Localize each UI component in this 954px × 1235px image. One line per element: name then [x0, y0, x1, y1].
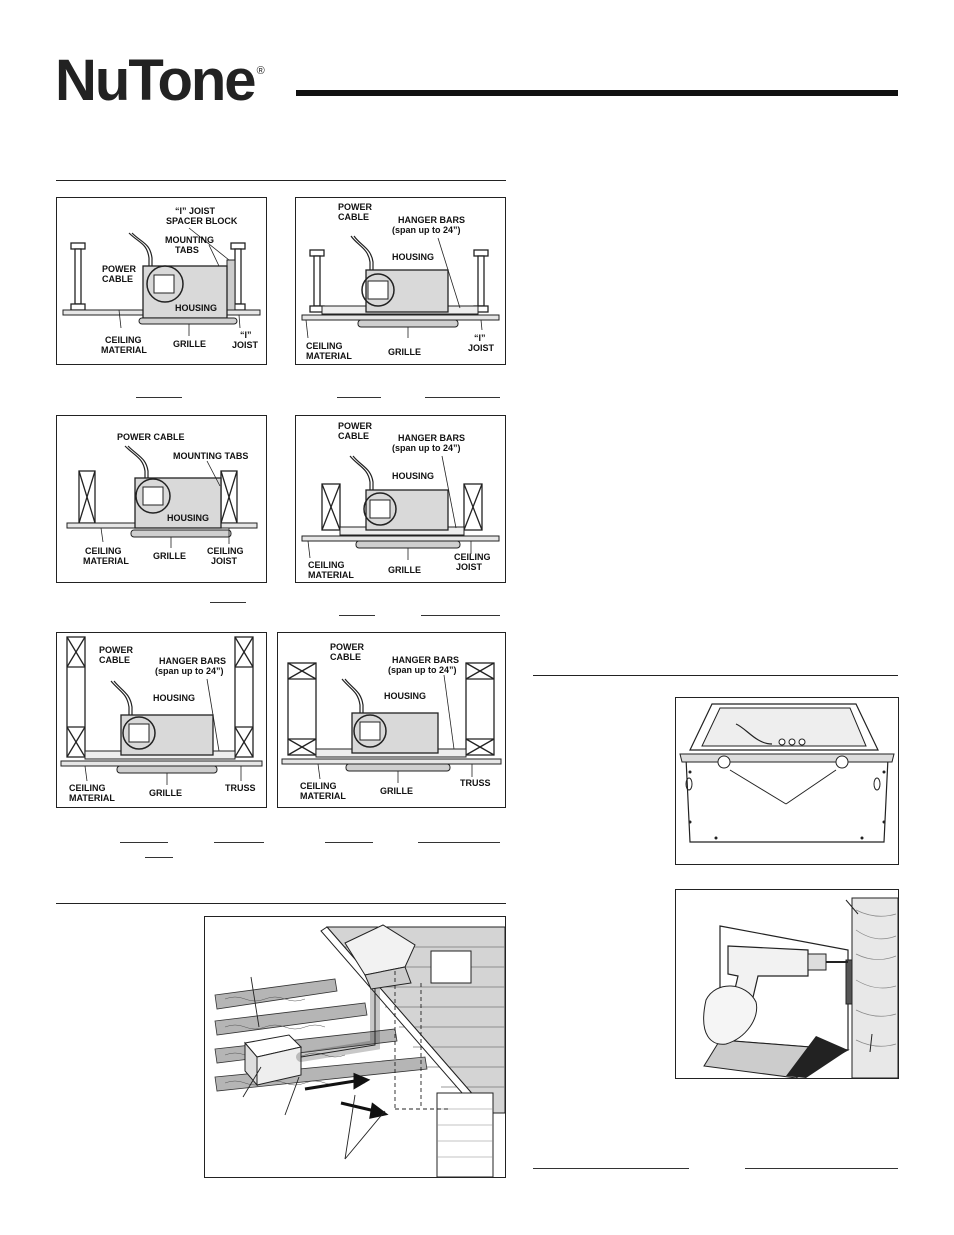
label-joist: JOIST — [232, 340, 259, 350]
label-housing: HOUSING — [175, 303, 217, 313]
label-housing: HOUSING — [167, 513, 209, 523]
figure-joist-hanger-bars: POWER CABLE HANGER BARS (span up to 24”)… — [295, 415, 506, 583]
label-grille: GRILLE — [388, 565, 421, 575]
label-truss: TRUSS — [460, 778, 491, 788]
caption-underline — [136, 397, 182, 398]
label-hanger-bars: HANGER BARS — [392, 655, 459, 665]
label-hanger-bars-span: (span up to 24”) — [392, 443, 461, 453]
label-power-cable: CABLE — [338, 212, 369, 222]
label-hanger-bars-span: (span up to 24”) — [155, 666, 224, 676]
label-ceiling-material: MATERIAL — [306, 351, 352, 361]
figure-truss-hanger-bars-alt: POWER CABLE HANGER BARS (span up to 24”)… — [277, 632, 506, 808]
caption-underline — [325, 842, 373, 843]
caption-underline — [214, 842, 264, 843]
label-ceiling-material: CEILING — [300, 781, 337, 791]
label-ceiling-joist: CEILING — [207, 546, 244, 556]
label-ceiling-joist: JOIST — [456, 562, 483, 572]
figure-attic-ducting — [204, 916, 506, 1178]
label-housing: HOUSING — [153, 693, 195, 703]
registered-mark: ® — [256, 65, 265, 77]
label-hanger-bars: HANGER BARS — [398, 215, 465, 225]
figure-ijoist-tabs: “I” JOIST SPACER BLOCK MOUNTING TABS POW… — [56, 197, 267, 365]
label-grille: GRILLE — [380, 786, 413, 796]
label-grille: GRILLE — [388, 347, 421, 357]
header-rule — [296, 90, 898, 96]
label-power-cable: POWER CABLE — [117, 432, 185, 442]
label-ceiling-material: CEILING — [69, 783, 106, 793]
label-hanger-bars: HANGER BARS — [398, 433, 465, 443]
label-ceiling-joist: CEILING — [454, 552, 491, 562]
label-hanger-bars-span: (span up to 24”) — [392, 225, 461, 235]
label-ceiling-material: MATERIAL — [69, 793, 115, 803]
label-hanger-bars-span: (span up to 24”) — [388, 665, 457, 675]
label-ceiling-material: MATERIAL — [83, 556, 129, 566]
label-truss: TRUSS — [225, 783, 256, 793]
brand-name: NuTone — [55, 48, 257, 113]
label-power-cable: POWER — [99, 645, 134, 655]
label-power-cable: POWER — [102, 264, 137, 274]
label-housing: HOUSING — [384, 691, 426, 701]
label-ceiling-material: MATERIAL — [101, 345, 147, 355]
brand-logo: NuTone® — [55, 52, 265, 110]
figure-joist-tabs: POWER CABLE MOUNTING TABS HOUSING CEILIN… — [56, 415, 267, 583]
figure-ijoist-hanger-bars: POWER CABLE HANGER BARS (span up to 24”)… — [295, 197, 506, 365]
figure-drill-install — [675, 889, 899, 1079]
section-rule-top-left — [56, 180, 506, 181]
label-power-cable: CABLE — [330, 652, 361, 662]
label-spacer-block: “I” JOIST — [175, 206, 216, 216]
label-power-cable: CABLE — [102, 274, 133, 284]
label-housing: HOUSING — [392, 471, 434, 481]
caption-underline — [337, 397, 381, 398]
label-grille: GRILLE — [173, 339, 206, 349]
label-ceiling-material: MATERIAL — [308, 570, 354, 580]
caption-underline — [120, 842, 168, 843]
caption-underline — [210, 602, 246, 603]
label-power-cable: CABLE — [99, 655, 130, 665]
label-ceiling-material: CEILING — [85, 546, 122, 556]
label-spacer-block: SPACER BLOCK — [166, 216, 238, 226]
label-power-cable: CABLE — [338, 431, 369, 441]
figure-housing-tabs — [675, 697, 899, 865]
label-power-cable: POWER — [338, 421, 373, 431]
section-rule-right — [533, 675, 898, 676]
label-mounting-tabs: MOUNTING — [165, 235, 214, 245]
label-housing: HOUSING — [392, 252, 434, 262]
label-joist: JOIST — [468, 343, 495, 353]
label-mounting-tabs: TABS — [175, 245, 199, 255]
label-grille: GRILLE — [153, 551, 186, 561]
caption-underline — [421, 615, 500, 616]
label-hanger-bars: HANGER BARS — [159, 656, 226, 666]
label-ceiling-material: CEILING — [306, 341, 343, 351]
figure-truss-hanger-bars: POWER CABLE HANGER BARS (span up to 24”)… — [56, 632, 267, 808]
label-ceiling-material: CEILING — [105, 335, 142, 345]
label-ceiling-material: MATERIAL — [300, 791, 346, 801]
caption-underline — [339, 615, 375, 616]
caption-underline — [418, 842, 500, 843]
caption-underline — [145, 857, 173, 858]
section-rule-mid-left — [56, 903, 506, 904]
caption-underline — [533, 1168, 689, 1169]
label-ceiling-material: CEILING — [308, 560, 345, 570]
label-mounting-tabs: MOUNTING TABS — [173, 451, 248, 461]
label-joist: “I” — [240, 330, 252, 340]
label-ceiling-joist: JOIST — [211, 556, 238, 566]
caption-underline — [745, 1168, 898, 1169]
label-joist: “I” — [474, 333, 486, 343]
label-grille: GRILLE — [149, 788, 182, 798]
label-power-cable: POWER — [330, 642, 365, 652]
caption-underline — [425, 397, 500, 398]
label-power-cable: POWER — [338, 202, 373, 212]
